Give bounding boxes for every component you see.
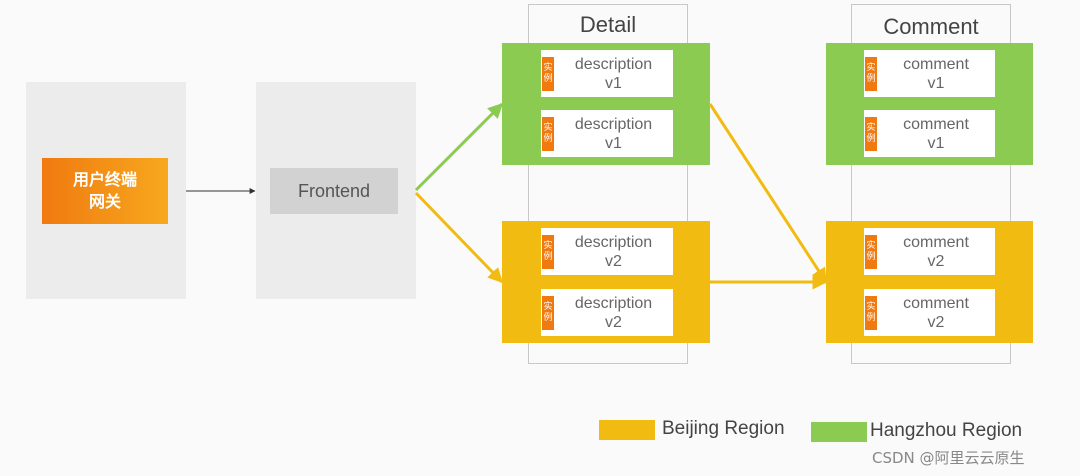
instance-tag-top: 实 xyxy=(866,122,876,133)
instance-version: v2 xyxy=(605,252,622,270)
instance-tag-bottom: 例 xyxy=(866,312,876,323)
frontend-box: Frontend xyxy=(270,168,398,214)
instance-version: v1 xyxy=(927,74,945,92)
instance-tag-bottom: 例 xyxy=(543,73,553,84)
instance-name: comment xyxy=(903,233,969,251)
instance-tag: 实例 xyxy=(542,234,554,269)
instance-tag-top: 实 xyxy=(866,301,876,312)
instance-name: description xyxy=(574,233,653,251)
instance-version: v1 xyxy=(927,134,945,152)
instance-name: description xyxy=(574,115,653,133)
legend-label-beijing: Beijing Region xyxy=(662,418,785,439)
instance-version: v1 xyxy=(605,134,622,152)
comment-title: Comment xyxy=(883,14,979,39)
instance-version: v1 xyxy=(605,74,622,92)
instance-tag-bottom: 例 xyxy=(543,133,553,144)
watermark: CSDN @阿里云云原生 xyxy=(872,449,1025,467)
instance-name: description xyxy=(574,55,653,73)
instance-tag-bottom: 例 xyxy=(543,312,553,323)
legend-swatch-beijing xyxy=(599,420,655,440)
instance-tag-top: 实 xyxy=(866,240,876,251)
detail-column xyxy=(528,4,688,364)
instance-tag: 实例 xyxy=(542,295,554,330)
instance-tag: 实例 xyxy=(865,56,877,91)
instance-name: comment xyxy=(903,115,969,133)
instance-tag: 实例 xyxy=(542,56,554,91)
instance-tag-bottom: 例 xyxy=(866,251,876,262)
instance-version: v2 xyxy=(927,313,945,331)
instance-tag-bottom: 例 xyxy=(866,73,876,84)
instance-version: v2 xyxy=(927,252,945,270)
frontend-to-detail-v1-arrow xyxy=(414,102,504,192)
instance-version: v2 xyxy=(605,313,622,331)
instance-name: comment xyxy=(903,55,969,73)
frontend-label: Frontend xyxy=(297,180,371,201)
instance-tag-bottom: 例 xyxy=(543,251,553,262)
instance-name: comment xyxy=(903,294,969,312)
instance-tag-top: 实 xyxy=(543,240,553,251)
instance-tag: 实例 xyxy=(865,295,877,330)
gateway-label-line1: 用户终端 xyxy=(72,170,137,189)
instance-tag-top: 实 xyxy=(543,62,553,73)
instance-tag: 实例 xyxy=(542,116,554,151)
legend-swatch-hangzhou xyxy=(811,422,867,442)
instance-tag-bottom: 例 xyxy=(866,133,876,144)
detail-v1-to-comment-v2-arrow xyxy=(708,103,828,284)
instance-tag-top: 实 xyxy=(866,62,876,73)
instance-tag: 实例 xyxy=(865,116,877,151)
instance-name: description xyxy=(574,294,653,312)
legend-label-hangzhou: Hangzhou Region xyxy=(870,420,1023,441)
instance-tag-top: 实 xyxy=(543,301,553,312)
comment-column xyxy=(851,4,1011,364)
detail-title: Detail xyxy=(579,12,637,37)
gateway-label-line2: 网关 xyxy=(88,192,121,211)
gateway-box: 用户终端 网关 xyxy=(42,158,168,224)
instance-tag: 实例 xyxy=(865,234,877,269)
instance-tag-top: 实 xyxy=(543,122,553,133)
frontend-to-detail-v2-arrow xyxy=(414,191,504,284)
